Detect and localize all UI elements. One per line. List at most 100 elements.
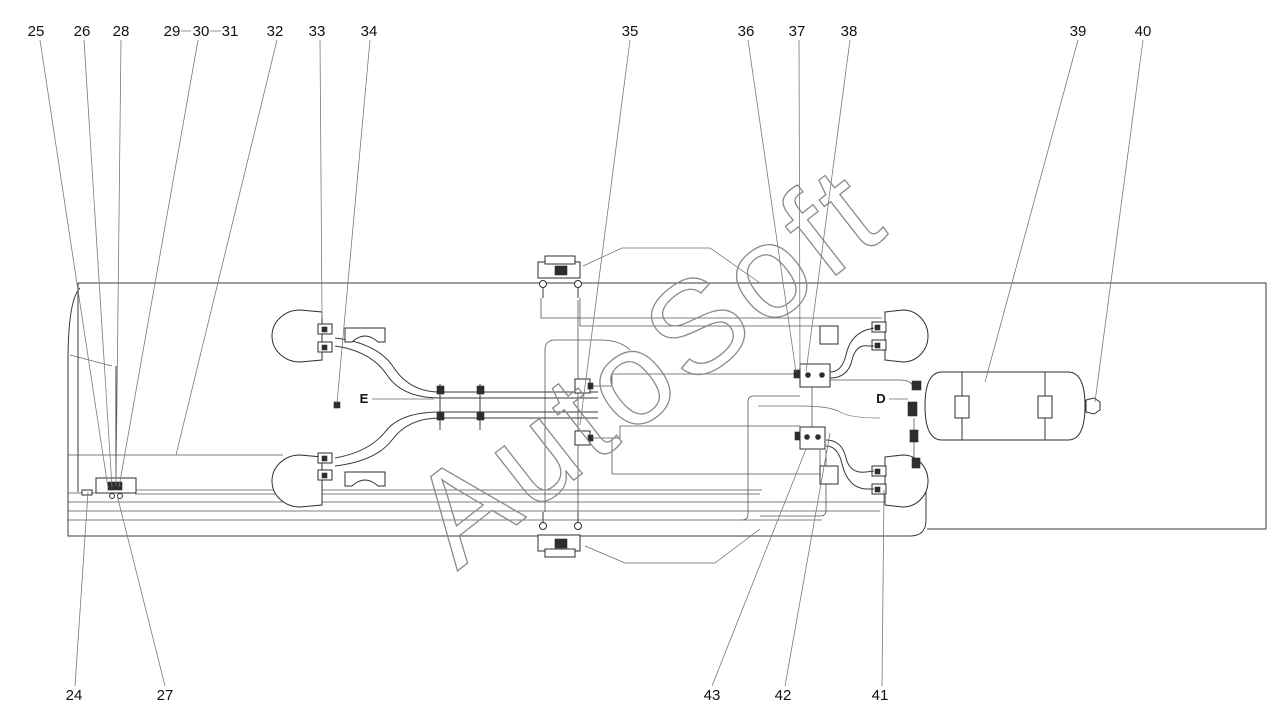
valve-port	[815, 434, 821, 440]
callout-37: 37	[789, 23, 806, 40]
callout-38: 38	[841, 23, 858, 40]
pipe-lower-loop	[611, 440, 821, 475]
pushrod-bracket	[819, 465, 839, 485]
hose-upper-left-b	[334, 345, 598, 399]
callouts-top: 25 26 28 29 30 31 32 33 34 35 36 37 38 3…	[28, 23, 1152, 40]
leader-line-24	[74, 491, 89, 687]
axle-actuator-bottom	[537, 512, 582, 558]
tank-bottom-fitting	[911, 457, 921, 469]
callout-27: 27	[157, 687, 174, 704]
callout-26: 26	[74, 23, 91, 40]
actuator-port	[539, 280, 547, 288]
callout-30: 30	[193, 23, 210, 40]
actuator-port	[574, 280, 582, 288]
axle-area-outline-bottom	[584, 528, 761, 564]
port-labels: E D	[360, 391, 908, 406]
tank-body	[924, 371, 1086, 441]
chamber-nut	[321, 472, 328, 479]
actuator-port	[574, 522, 582, 530]
chamber-nut	[874, 342, 881, 349]
port-label-e: E	[360, 391, 369, 406]
pipe-axle-upper-1	[540, 298, 882, 319]
frame-body-outline	[67, 287, 927, 537]
brake-chamber-left-upper	[271, 309, 386, 363]
pipe-to-lower-valve	[592, 425, 800, 439]
tank-strap-right	[1037, 395, 1053, 419]
pushrod-bracket	[344, 471, 386, 487]
chamber-body	[271, 309, 323, 363]
fitting-lower-nut	[587, 434, 594, 442]
valve-fitting	[793, 369, 801, 379]
leader-line-39	[984, 39, 1079, 383]
leader-line-40	[1094, 39, 1144, 403]
pipe-control-line	[758, 405, 881, 419]
control-valve	[794, 426, 826, 450]
callout-29: 29	[164, 23, 181, 40]
chamber-nut	[321, 344, 328, 351]
pushrod-bracket	[344, 327, 386, 343]
callout-28: 28	[113, 23, 130, 40]
pipe-axle-upper-2	[579, 298, 830, 327]
leader-line-38	[805, 39, 851, 373]
callouts-bottom: 24 27 43 42 41	[66, 687, 889, 704]
relay-valve	[793, 363, 831, 388]
tank-inlet-fitting	[911, 380, 922, 391]
actuator-valve	[554, 538, 568, 549]
leader-line-28	[115, 39, 122, 487]
callout-39: 39	[1070, 23, 1087, 40]
chamber-nut	[874, 486, 881, 493]
callout-25: 25	[28, 23, 45, 40]
air-tank	[907, 371, 1101, 469]
callout-34: 34	[361, 23, 378, 40]
axle-area-outline-top	[582, 247, 761, 284]
valve-port	[804, 434, 810, 440]
pipe-left-nose	[69, 354, 113, 367]
chamber-nut	[321, 455, 328, 462]
actuator-port	[539, 522, 547, 530]
leader-line-35	[579, 39, 631, 426]
actuator-valve	[554, 265, 568, 276]
trailer-frame	[67, 247, 1267, 564]
pipe-axle-branch	[544, 339, 631, 351]
callout-43: 43	[704, 687, 721, 704]
leader-line-29-31	[118, 39, 199, 488]
hub-port	[109, 493, 115, 499]
hub-plug	[81, 489, 93, 496]
tank-d-fitting	[907, 401, 918, 417]
callout-24: 24	[66, 687, 83, 704]
chamber-body	[271, 454, 323, 508]
leader-line-25	[39, 39, 109, 489]
chamber-nut	[874, 324, 881, 331]
frame-outer-outline	[77, 282, 1267, 530]
pipe-lines	[68, 298, 921, 521]
leader-line-26	[83, 39, 113, 488]
hose-right-lower-a	[825, 439, 875, 473]
hose-lower-left-b	[334, 411, 598, 459]
leader-line-37	[798, 39, 801, 369]
valve-fitting	[794, 431, 801, 441]
actuator-cap	[544, 255, 576, 265]
leader-line-33	[319, 39, 323, 319]
valve-port	[805, 372, 811, 378]
axle-actuator-top	[537, 255, 582, 298]
leader-line-32	[175, 39, 278, 456]
pipe-clamps	[436, 384, 485, 430]
pipe-to-relay-valve	[592, 373, 800, 387]
leader-line-41	[881, 489, 885, 687]
valve-port	[819, 372, 825, 378]
coupling-hub	[81, 477, 137, 499]
pipe-valve-return	[760, 450, 827, 517]
chamber-body	[884, 454, 929, 508]
leader-line-43	[711, 448, 807, 687]
callout-33: 33	[309, 23, 326, 40]
drain-valve	[1085, 397, 1101, 415]
actuator-cap	[544, 548, 576, 558]
watermark-text: AutoSoft	[384, 136, 911, 593]
hose-lower-left-a	[334, 417, 598, 467]
port-label-d: D	[876, 391, 885, 406]
hose-upper-left-a	[334, 337, 598, 393]
clamp-1b	[436, 411, 445, 421]
leader-lines	[39, 30, 1144, 687]
hose-right-upper-a	[829, 327, 875, 373]
fitting-upper-nut	[587, 382, 594, 390]
